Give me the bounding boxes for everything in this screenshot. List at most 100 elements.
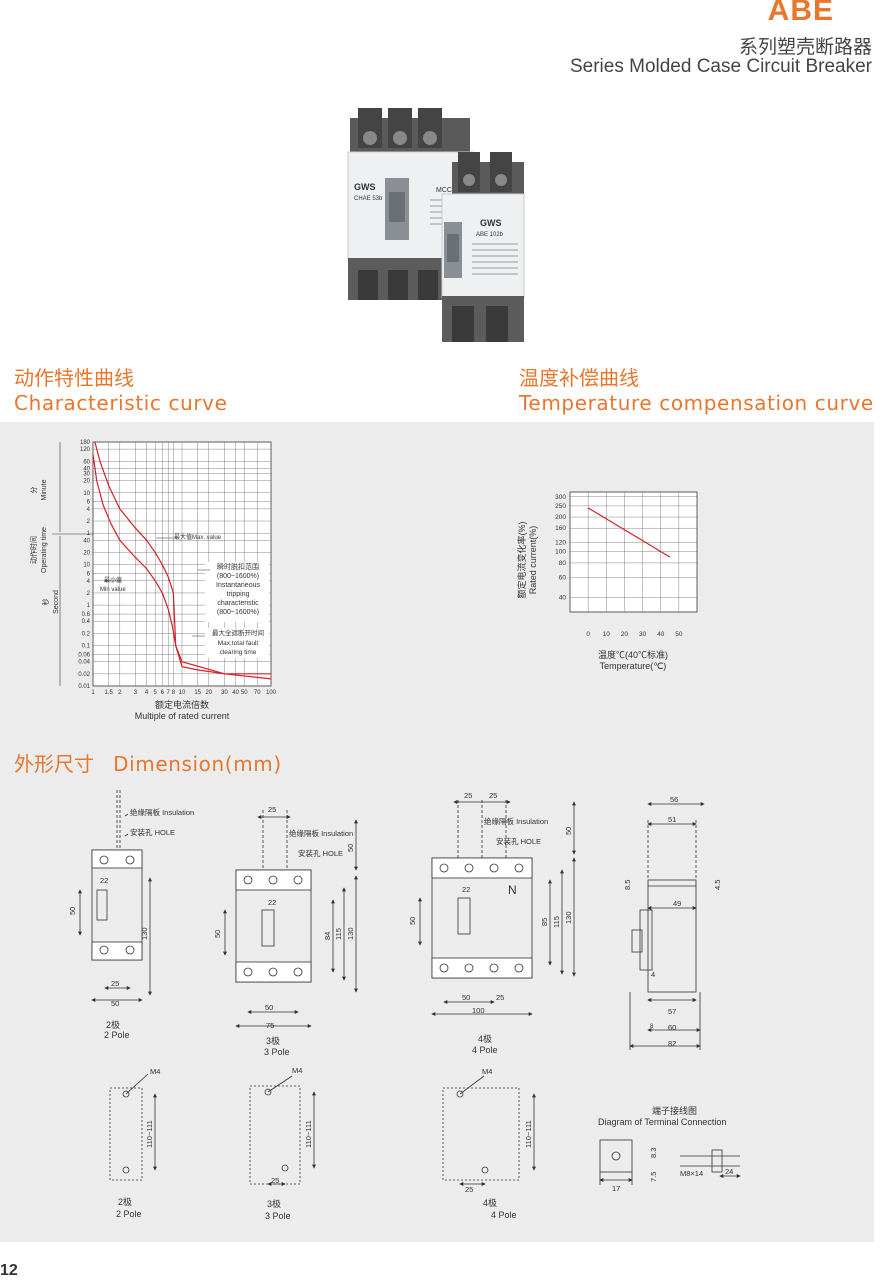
- lbl-110-2p: 110~111: [145, 1120, 154, 1148]
- temp-x-tick-label: 40: [657, 631, 665, 638]
- ann-max-value: 最大值Max. value: [174, 533, 222, 541]
- lbl-insulation-2p: 绝缘隔板 Insulation: [130, 807, 194, 817]
- lbl-pole4-en: 4 Pole: [472, 1045, 498, 1055]
- char-x-tick-label: 50: [241, 690, 248, 696]
- char-y-tick-label: 4: [87, 507, 91, 513]
- front-view-2pole: [78, 790, 152, 1002]
- char-x-tick-label: 30: [221, 690, 228, 696]
- lbl-50top-3p: 50: [346, 844, 355, 852]
- char-x-tick-label: 5: [154, 690, 158, 696]
- lbl-115-3p: 115: [334, 928, 343, 940]
- y-second-en: Second: [53, 590, 60, 614]
- char-y-tick-label: 40: [83, 466, 90, 472]
- char-y-tick-label: 40: [83, 538, 90, 544]
- lbl-50b-2p: 50: [111, 999, 119, 1008]
- dimension-heading: 外形尺寸 Dimension(mm): [14, 748, 282, 777]
- lbl-25-2p: 25: [111, 979, 119, 988]
- lbl-pole3-cn-b: 3极: [267, 1198, 281, 1209]
- char-y-tick-label: 1: [87, 603, 91, 609]
- char-y-tick-label: 10: [83, 491, 90, 497]
- lbl-49-side: 49: [673, 899, 681, 908]
- ann-fault-en2: clearing time: [220, 649, 257, 656]
- char-x-tick-label: 2: [118, 690, 122, 696]
- temp-y-tick-label: 250: [555, 503, 566, 510]
- y-optime-en: Operating time: [41, 527, 48, 573]
- lbl-82-side: 82: [668, 1039, 676, 1048]
- lbl-130-4p: 130: [564, 911, 573, 924]
- char-curves: [92, 441, 272, 680]
- lbl-pole3-en-b: 3 Pole: [265, 1211, 291, 1221]
- char-x-tick-label: 20: [205, 690, 212, 696]
- lbl-57-side: 57: [668, 1007, 676, 1016]
- dimension-heading-cn: 外形尺寸: [14, 752, 94, 776]
- temp-x-label-cn: 温度℃(40℃标准): [598, 649, 668, 660]
- char-x-tick-label: 15: [194, 690, 201, 696]
- temperature-heading: 温度补偿曲线 Temperature compensation curve: [519, 362, 874, 415]
- lbl-hole-4p: 安装孔 HOLE: [496, 836, 541, 846]
- product-photo: GWS CHAE 53b MCCB GWS ABE 102b: [347, 108, 525, 342]
- temp-x-tick-label: 0: [586, 631, 590, 638]
- lbl-hole-2p: 安装孔 HOLE: [130, 827, 175, 837]
- temp-grid: [569, 492, 698, 612]
- large-brand-text: GWS: [354, 182, 376, 192]
- char-y-tick-label: 10: [83, 563, 90, 569]
- lbl-60-side: 60: [668, 1023, 676, 1032]
- char-y-tick-label: 6: [87, 500, 91, 506]
- y-minute-en: Minute: [41, 479, 48, 500]
- lbl-pole4-cn: 4极: [478, 1033, 492, 1044]
- temp-compensation-line: [587, 507, 671, 558]
- min-value-curve: [92, 454, 272, 680]
- dimension-labels: 绝缘隔板 Insulation 安装孔 HOLE 22 50 130 25 50…: [68, 791, 733, 1221]
- lbl-terminal-cn: 端子接线图: [652, 1105, 697, 1116]
- y-minute-cn: 分: [29, 487, 38, 494]
- lbl-24-term: 24: [725, 1167, 733, 1176]
- lbl-pole2-cn: 2极: [106, 1019, 120, 1030]
- lbl-25b-4p: 25: [489, 791, 497, 800]
- hole-layout-2pole: [109, 1073, 157, 1181]
- lbl-m4-4p: M4: [482, 1067, 492, 1076]
- side-view: [629, 802, 705, 1050]
- lbl-56-side: 56: [670, 795, 678, 804]
- temp-y-label-cn: 额定电流变化率(%): [516, 522, 527, 599]
- lbl-m4-3p: M4: [292, 1066, 302, 1075]
- ann-inst-range: (800~1600%): [217, 573, 259, 580]
- front-view-4pole: [418, 800, 576, 1016]
- lbl-n-4p: N: [508, 883, 517, 897]
- mccb-tag: MCCB: [436, 187, 457, 194]
- char-x-tick-label: 7: [167, 690, 171, 696]
- lbl-pole2-en: 2 Pole: [104, 1030, 130, 1040]
- ann-inst-en3: characteristic: [217, 600, 259, 607]
- small-model-text: ABE 102b: [476, 232, 504, 238]
- lbl-pole2-en-b: 2 Pole: [116, 1209, 142, 1219]
- lbl-85-4p: 85: [540, 918, 549, 926]
- characteristic-heading: 动作特性曲线 Characteristic curve: [14, 362, 228, 415]
- lbl-22-4p: 22: [462, 885, 470, 894]
- temp-y-tick-label: 160: [555, 525, 566, 532]
- ann-min-en: Min value: [100, 587, 126, 593]
- lbl-130-2p: 130: [140, 927, 149, 940]
- char-y-tick-label: 6: [87, 572, 91, 578]
- char-y-tick-label: 0.4: [82, 619, 91, 625]
- char-x-tick-label: 70: [254, 690, 261, 696]
- char-x-tick-label: 1: [91, 690, 95, 696]
- char-y-tick-label: 0.1: [82, 644, 91, 650]
- lbl-insulation-3p: 绝缘隔板 Insulation: [289, 828, 353, 838]
- lbl-pole4-cn-b: 4极: [483, 1197, 497, 1208]
- lbl-7-5-term: 7.5: [649, 1172, 658, 1182]
- ann-fault-cn: 最大全遮断开时间: [212, 628, 264, 637]
- temp-y-tick-label: 200: [555, 514, 566, 521]
- lbl-pole2-cn-b: 2极: [118, 1196, 132, 1207]
- ann-inst-box: [205, 562, 269, 622]
- lbl-insulation-4p: 绝缘隔板 Insulation: [484, 816, 548, 826]
- lbl-25c-4p: 25: [496, 993, 504, 1002]
- char-x-tick-label: 10: [179, 690, 186, 696]
- lbl-4-side: 4: [651, 970, 655, 979]
- ann-min-cn: 最小值: [104, 576, 122, 584]
- char-y-tick-label: 0.06: [78, 653, 90, 659]
- temp-y-tick-label: 300: [555, 494, 566, 501]
- characteristic-heading-en: Characteristic curve: [14, 391, 228, 415]
- char-y-tick-label: 2: [87, 591, 91, 597]
